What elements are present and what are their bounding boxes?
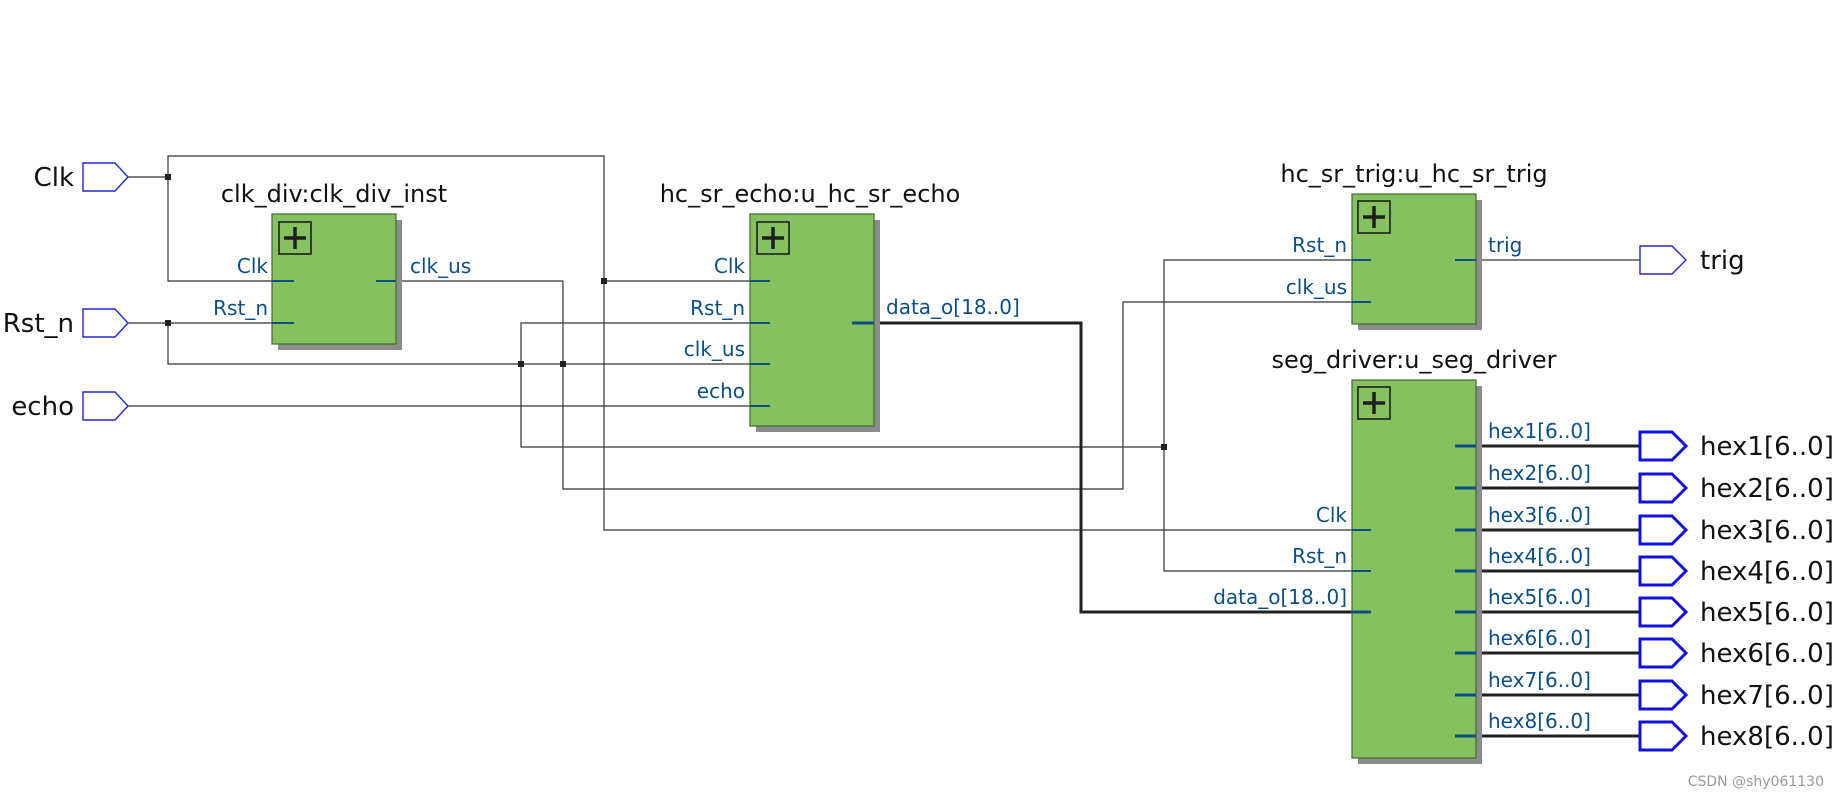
junction-dot [560,361,566,367]
net-clk-to-echo [167,155,770,282]
port-label: hex2[6..0] [1488,461,1591,485]
output-label-trig: trig [1700,246,1745,276]
net-clkus-out [376,280,564,364]
input-label-echo: echo [11,392,74,422]
output-pin-hex5[interactable] [1638,596,1689,628]
junction-dot [1161,444,1167,450]
port-label: Rst_n [213,296,268,320]
block-clk-div[interactable]: clk_div:clk_div_inst Clk Rst_n clk_us [213,180,471,350]
output-label-hex3: hex3[6..0] [1700,516,1834,546]
bus-nets [870,321,1640,738]
port-label: Clk [714,254,746,278]
input-pin-echo[interactable] [82,391,129,421]
output-pin-hex3[interactable] [1638,514,1689,546]
port-label: hex4[6..0] [1488,544,1591,568]
block-title: hc_sr_trig:u_hc_sr_trig [1280,160,1547,188]
junction-dot [518,361,524,367]
net-clk-main [128,176,294,282]
port-label: Rst_n [690,296,745,320]
block-body [1351,379,1477,759]
block-title: seg_driver:u_seg_driver [1271,346,1556,374]
junction-dot [165,174,171,180]
watermark: CSDN @shy061130 [1688,774,1824,790]
output-label-hex2: hex2[6..0] [1700,474,1834,504]
output-pin-hex7[interactable] [1638,679,1689,711]
input-pin-rst-n[interactable] [82,308,129,338]
port-label: data_o[18..0] [1213,585,1347,609]
block-title: hc_sr_echo:u_hc_sr_echo [660,180,961,208]
net-rst-to-trig [1163,259,1371,447]
junction-dot [601,278,607,284]
input-pin-clk[interactable] [82,162,129,192]
input-label-clk: Clk [34,163,74,193]
net-rst-global [520,364,1164,448]
port-label: clk_us [410,254,471,278]
net-rst-to-seg [1163,447,1371,572]
port-label: Clk [237,254,269,278]
port-label: hex5[6..0] [1488,585,1591,609]
port-label: hex3[6..0] [1488,503,1591,527]
output-pin-trig[interactable] [1639,245,1687,275]
block-title: clk_div:clk_div_inst [221,180,447,208]
port-label: Rst_n [1292,544,1347,568]
block-seg-driver[interactable]: seg_driver:u_seg_driver Clk Rst_n data_o… [1213,346,1591,764]
output-label-hex5: hex5[6..0] [1700,598,1834,628]
port-label: clk_us [1286,275,1347,299]
port-label: clk_us [684,337,745,361]
output-pin-hex4[interactable] [1638,555,1689,587]
output-pins: trig hex1[6..0] hex2[6..0] hex3[6..0] he… [1638,245,1834,752]
port-label: Clk [1316,503,1348,527]
input-pins: Clk Rst_n echo [3,162,129,422]
net-rst-to-echo [520,322,770,364]
block-hc-sr-echo[interactable]: hc_sr_echo:u_hc_sr_echo Clk Rst_n clk_us… [660,180,1020,432]
port-label: echo [697,379,745,403]
port-label: hex6[6..0] [1488,626,1591,650]
port-label: Rst_n [1292,233,1347,257]
port-label: hex7[6..0] [1488,668,1591,692]
bus-data-o [870,321,1371,614]
port-label: trig [1488,233,1522,257]
output-label-hex6: hex6[6..0] [1700,639,1834,669]
output-label-hex7: hex7[6..0] [1700,681,1834,711]
output-label-hex4: hex4[6..0] [1700,557,1834,587]
block-hc-sr-trig[interactable]: hc_sr_trig:u_hc_sr_trig Rst_n clk_us tri… [1280,160,1548,330]
output-pin-hex2[interactable] [1638,472,1689,504]
junction-dot [165,320,171,326]
port-label: hex1[6..0] [1488,419,1591,443]
output-pin-hex8[interactable] [1638,720,1689,752]
port-label: hex8[6..0] [1488,709,1591,733]
net-rst-bus [167,323,563,365]
junctions [165,174,1167,450]
net-clkus-to-trig [562,301,1371,490]
output-label-hex1: hex1[6..0] [1700,432,1834,462]
nets [128,155,1640,572]
output-pin-hex1[interactable] [1638,430,1689,462]
output-label-hex8: hex8[6..0] [1700,722,1834,752]
output-pin-hex6[interactable] [1638,637,1689,669]
input-label-rst-n: Rst_n [3,309,74,339]
port-label: data_o[18..0] [886,295,1020,319]
